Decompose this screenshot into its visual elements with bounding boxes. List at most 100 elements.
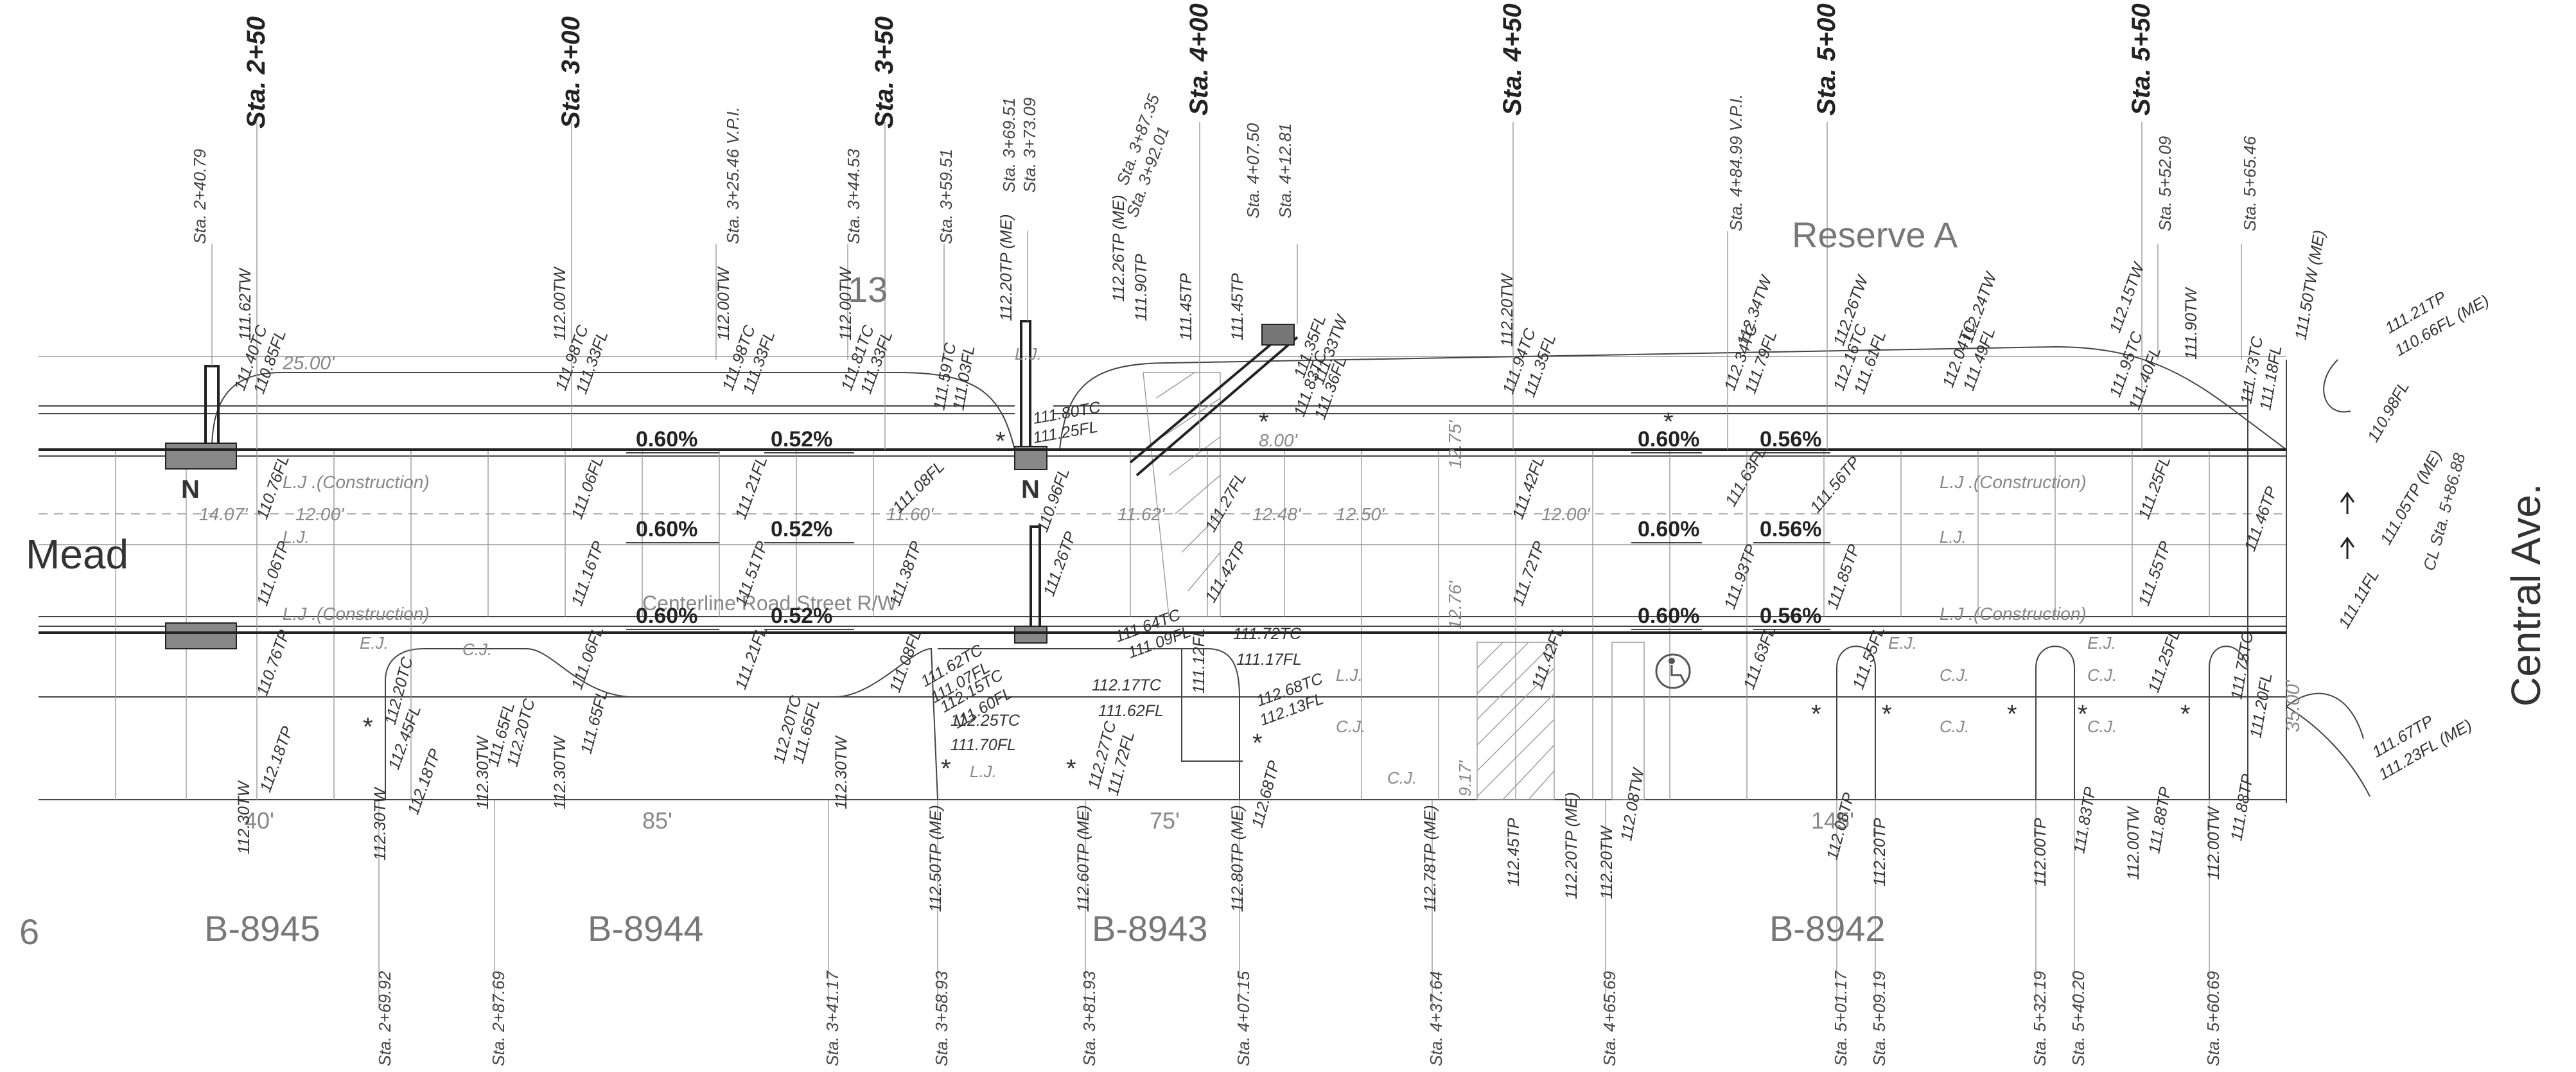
joint-label: C.J. [2087,717,2117,736]
mid-elevations: 110.76FL 111.06FL 111.21FL 111.08FL 110.… [253,378,2445,554]
slope-label: 0.56% [1760,517,1821,541]
elevation-label: 112.00TW [837,266,855,340]
dimension: 12.48' [1252,504,1302,524]
elevation-label: 112.30TW [832,735,850,809]
asterisk-icon: * [2078,700,2088,728]
elevation-label: 112.26TP (ME) [1110,195,1128,302]
asterisk-icon: * [363,713,373,741]
elevation-label: 111.72TC [1233,625,1302,643]
elevation-label: 112.30TW [551,735,569,809]
sta-label: Sta. 3+59.51 [936,149,956,244]
elevation-label: 111.50TW (ME) [2291,229,2329,341]
elevation-label: 111.55FL [1849,624,1888,692]
sta-label: Sta. 5+00 [1812,3,1841,116]
elevation-label: 111.12FL [1190,628,1208,694]
elevation-label: 111.21FL [732,454,771,522]
elevation-label: 111.46TP [2241,484,2281,554]
elevation-label: 111.16TP [568,539,608,608]
elevation-label: 111.25FL [2144,628,2184,695]
sta-label: Sta. 3+50 [870,16,898,128]
dimension: 11.60' [886,504,934,524]
elevation-label: 111.63FL [1740,624,1779,692]
elevation-label: 112.18TP [404,746,444,817]
centerline-label: Centerline Road Street R/W [642,592,897,615]
slope-label: 0.60% [1638,517,1699,541]
elevation-label: 112.20TP (ME) [1563,792,1581,899]
asterisk-icon: * [2007,700,2017,728]
sta-label: Sta. 2+40.79 [190,149,209,244]
elevation-label: 111.90TW [2182,286,2200,360]
sta-label: Sta. 3+73.09 [1020,98,1039,193]
street-name-left: Mead [26,531,128,577]
major-station-labels: Sta. 2+50 Sta. 3+00 Sta. 3+50 Sta. 4+00 … [242,3,2155,128]
elevation-label: 112.80TP (ME) [1229,805,1247,912]
sta-label: Sta. 5+32.19 [2030,971,2049,1066]
street-name-right: Central Ave. [2503,484,2549,707]
joint-label: L.J. [970,762,997,781]
sta-label: Sta. 3+41.17 [823,970,842,1066]
dimension: 9.17' [1455,760,1475,796]
dimension: 12.00' [1541,504,1591,524]
bottom-elevations: 110.76TP 112.18TP 112.30TW 112.30TW 112.… [235,606,2475,912]
dimension: 40' [244,807,274,834]
area-labels: Mead Central Ave. Centerline Road Street… [19,215,2549,952]
elevation-label: 112.17TC [1092,676,1162,694]
elevation-label: 112.20TP [1871,818,1889,886]
elevation-label: 112.20TW [1498,272,1516,347]
symbols: N N * * * * * * * * * * * * [181,408,2355,783]
dimension: 14.07' [199,504,249,524]
block-label: B-8944 [588,908,704,949]
elevation-label: 111.75TC [2227,630,2257,701]
reserve-label: Reserve A [1792,215,1958,255]
asterisk-icon: * [941,755,951,783]
asterisk-icon: * [1663,408,1674,436]
joint-label: L.J. [1940,527,1967,547]
elevation-label: 111.70FL [951,736,1016,754]
elevation-label: 112.20TW [1598,825,1616,899]
sta-label: Sta. 4+84.99 V.P.I. [1726,94,1746,231]
sta-label: Sta. 3+44.53 [844,148,863,244]
edge-number: 6 [19,911,39,952]
joint-label: L.J .(Construction) [283,472,430,492]
road-linework [39,320,2370,803]
svg-text:N: N [1021,475,1040,504]
sta-label: Sta. 5+09.19 [1870,971,1889,1066]
station-leaders [211,122,2242,1008]
block-label: B-8945 [204,908,320,949]
elevation-label: 111.21FL [732,624,771,692]
slope-label: 0.52% [771,427,832,452]
sta-label: Sta. 4+37.64 [1426,971,1446,1066]
asterisk-icon: * [2180,700,2191,728]
joint-label: C.J. [1336,717,1365,736]
elevation-label: 111.25FL [2135,454,2174,522]
slope-label: 0.52% [771,604,832,628]
elevation-label: 112.18TP [256,724,297,795]
elevation-label: 112.30TW [235,780,253,854]
elevation-label: 111.42TP [1202,538,1251,606]
elevation-label: 111.11FL [2335,567,2383,631]
slope-label: 0.60% [1638,604,1699,628]
north-arrow-icon: N [1021,475,1040,504]
dimension: 11.62' [1117,504,1166,524]
elevation-label: 112.78TP (ME) [1421,805,1439,912]
sta-label: Sta. 2+50 [242,16,270,128]
elevation-label: 111.65FL [577,688,611,756]
elevation-label: 111.17FL [1236,651,1302,669]
elevation-label: 111.06FL [568,454,607,522]
block-label: B-8943 [1092,908,1208,949]
elevation-label: 111.27FL [1202,470,1250,535]
slope-label: 0.60% [636,604,697,628]
elevation-label: 112.00TW [2205,805,2223,880]
elevation-label: 112.45TP [1505,818,1523,886]
sta-label: Sta. 3+58.93 [932,971,951,1066]
sta-label: Sta. 5+60.69 [2204,971,2223,1066]
slope-label: 0.56% [1760,427,1821,452]
lot-number: 13 [848,269,888,310]
sta-label: Sta. 3+00 [557,16,585,128]
elevation-label: 111.20FL [2247,672,2275,739]
dimension: 12.75' [1445,419,1465,469]
elevation-label: 111.06FL [568,624,607,692]
joint-label: L.J .(Construction) [283,604,430,624]
elevation-label: 111.88TP [2145,786,2175,855]
joint-label: C.J. [462,640,492,659]
